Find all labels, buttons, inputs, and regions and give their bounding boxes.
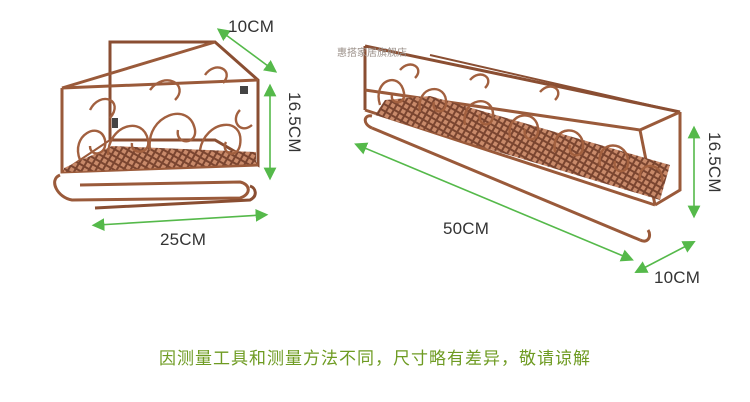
large-rack-height-label: 16.5CM bbox=[705, 132, 724, 193]
measurement-disclaimer: 因测量工具和测量方法不同，尺寸略有差异，敬请谅解 bbox=[159, 349, 591, 369]
small-rack-height-label: 16.5CM bbox=[285, 92, 304, 153]
small-rack-image bbox=[53, 40, 260, 210]
large-rack-image bbox=[363, 44, 682, 243]
large-rack-depth-label: 10CM bbox=[654, 268, 701, 287]
large-rack-dimension-lines bbox=[354, 125, 701, 273]
large-rack-width-label: 50CM bbox=[443, 219, 490, 238]
small-rack-width-label: 25CM bbox=[160, 230, 207, 249]
small-rack-depth-label: 10CM bbox=[228, 17, 275, 36]
small-rack-dimension-lines bbox=[91, 28, 278, 231]
store-watermark: 惠搭家居旗舰店 bbox=[337, 48, 407, 59]
